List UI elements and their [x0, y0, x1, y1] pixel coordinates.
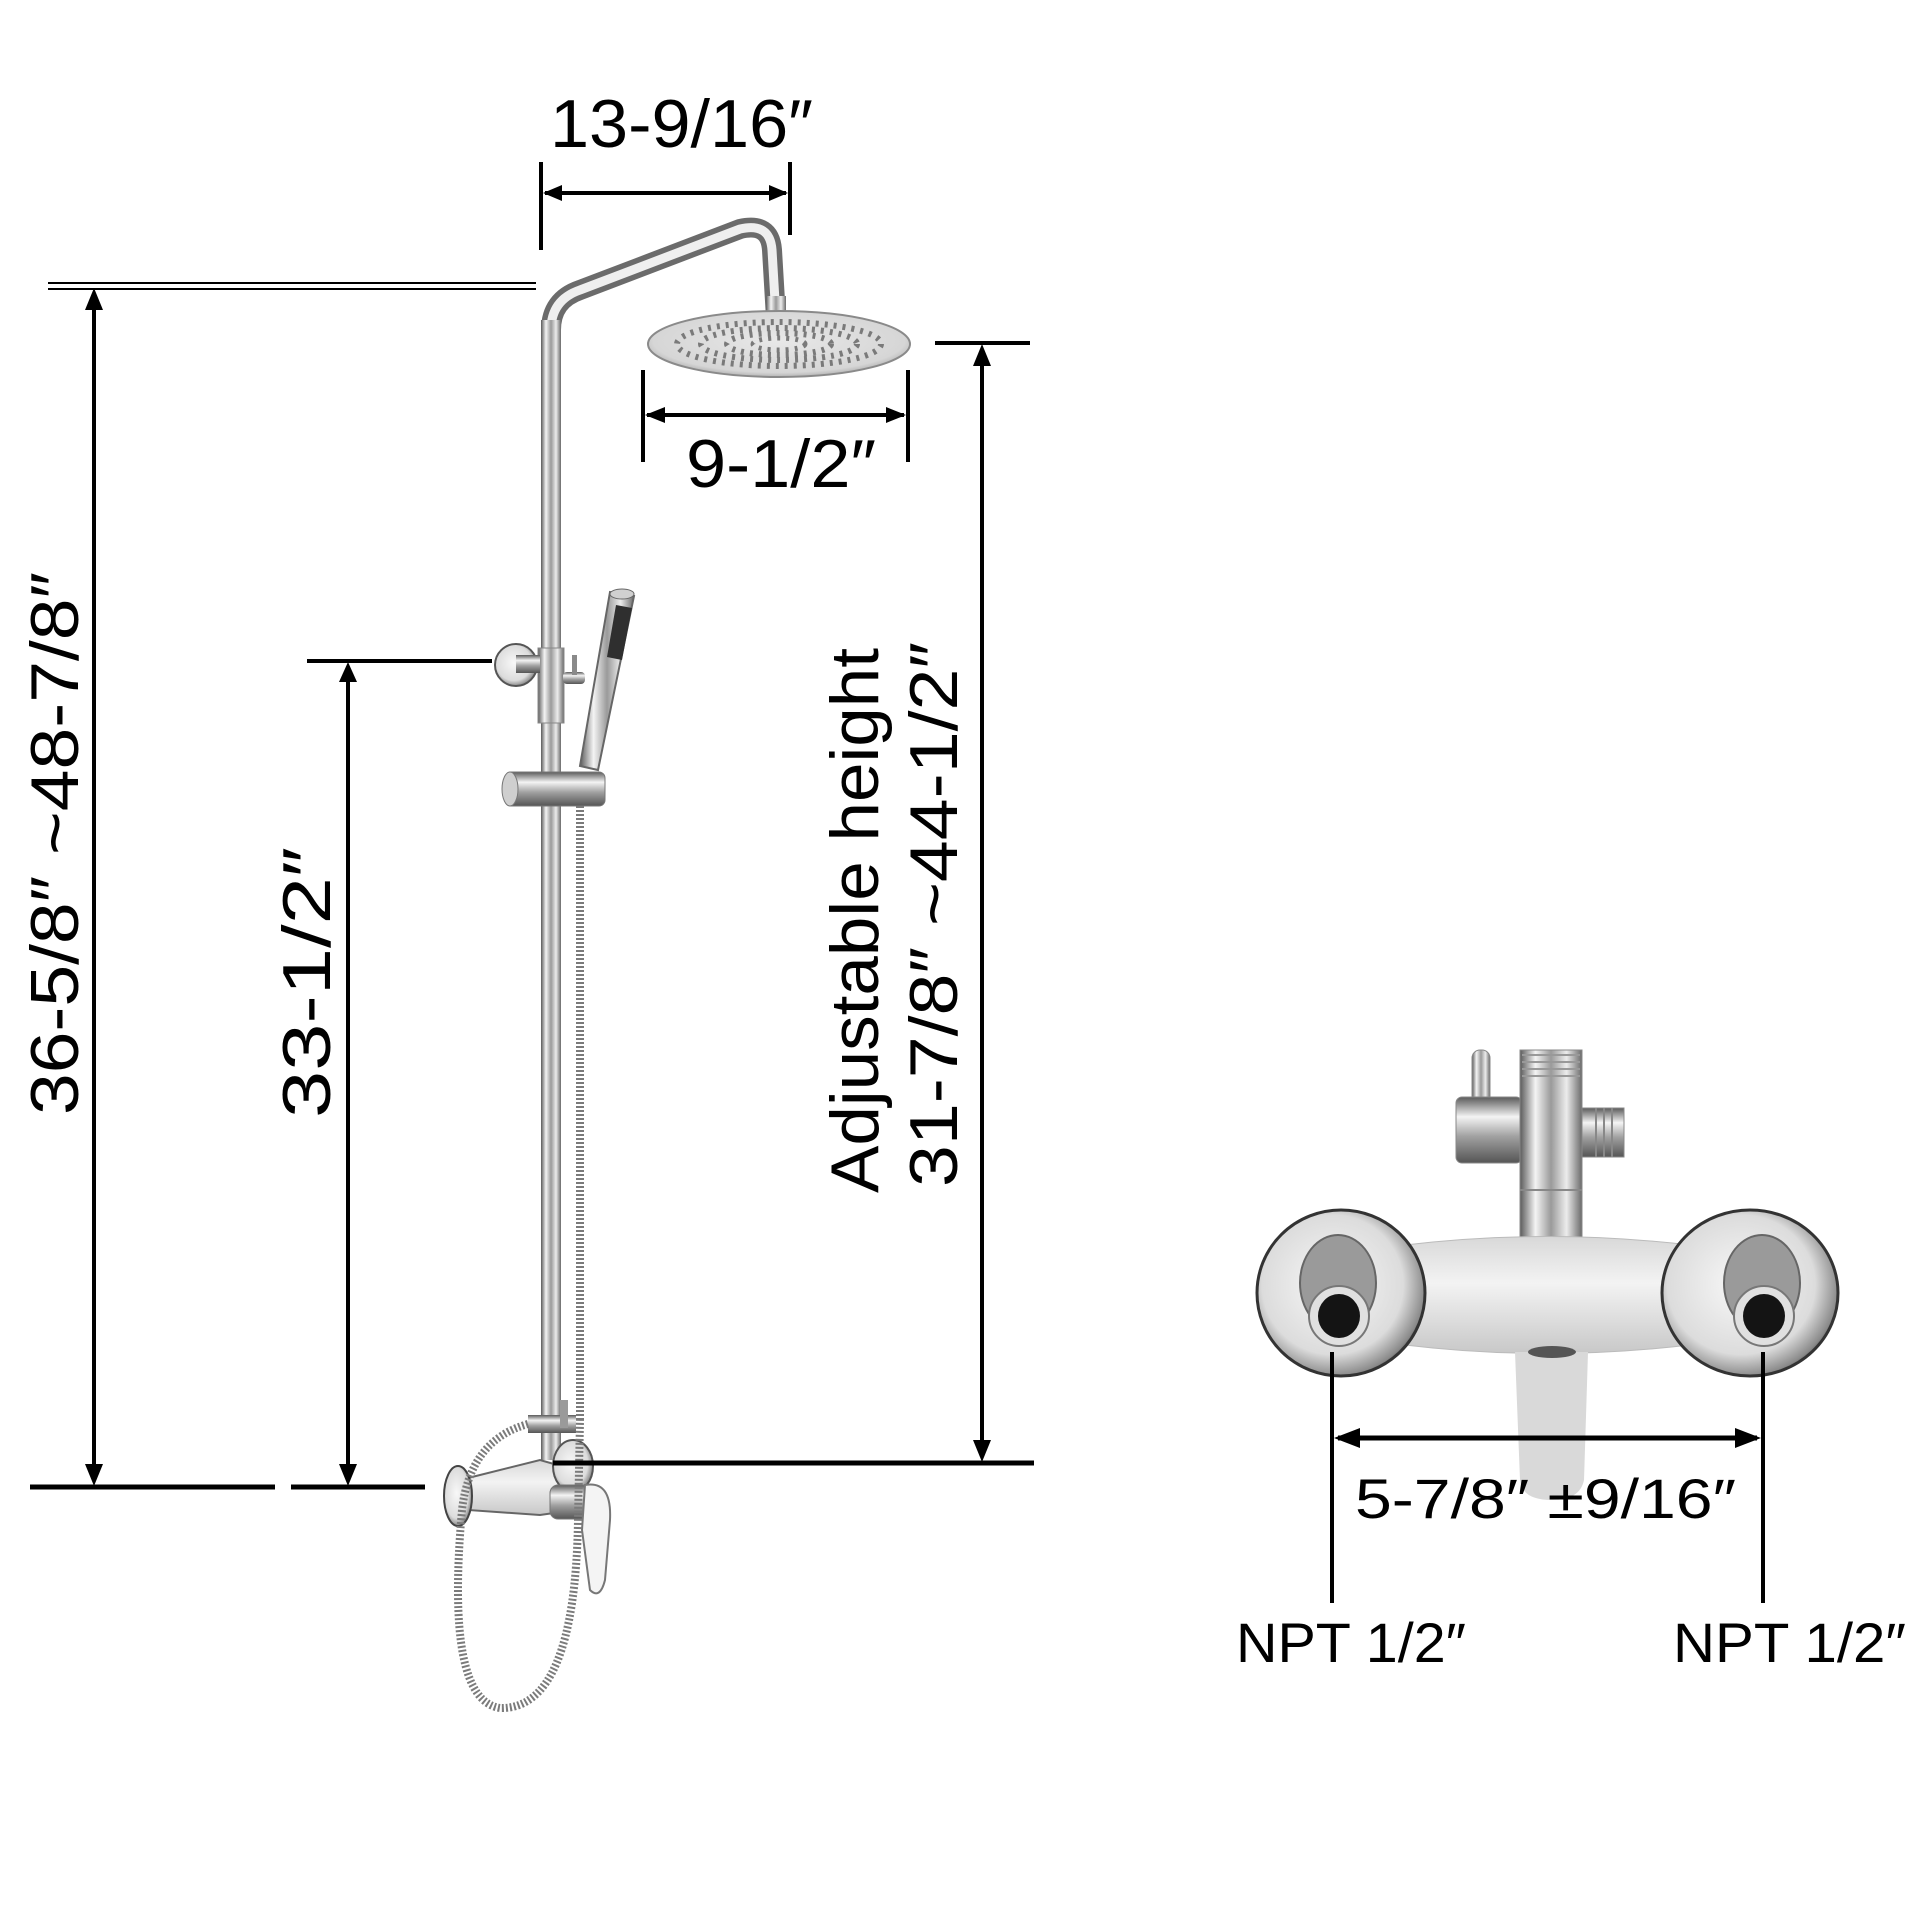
label-left-inlet: NPT 1/2″: [1236, 1611, 1466, 1674]
right-flange: [1660, 1208, 1840, 1378]
dim-holder-height: 33-1/2″: [269, 659, 492, 1490]
diverter: [1519, 1049, 1583, 1239]
hand-shower: [578, 588, 636, 772]
label-holder-height: 33-1/2″: [269, 847, 345, 1118]
mixer-lever: [580, 1483, 612, 1595]
wall-bracket: [494, 643, 540, 687]
label-adjustable-title: Adjustable height: [817, 648, 893, 1193]
label-valve-spacing: 5-7/8″ ±9/16″: [1355, 1467, 1736, 1530]
label-head-diameter: 9-1/2″: [686, 426, 876, 502]
shower-column: [443, 217, 911, 1713]
dim-arm-reach: 13-9/16″: [539, 86, 813, 250]
label-adjustable-range: 31-7/8″ ~44-1/2″: [896, 642, 972, 1187]
dim-head-diameter: 9-1/2″: [641, 370, 910, 502]
riser-pipe: [541, 320, 561, 1460]
valve-lever: [1515, 1352, 1588, 1500]
valve-body: [1404, 1236, 1691, 1354]
label-total-height: 36-5/8″ ~48-7/8″: [17, 572, 93, 1115]
diverter-outlet: [1579, 1107, 1625, 1158]
valve-detail: [1255, 1049, 1840, 1500]
mixer-valve: [443, 1400, 594, 1527]
left-flange: [1255, 1208, 1427, 1378]
slide-holder: [501, 771, 606, 807]
rain-shower-head: [647, 310, 911, 378]
top-reference-line: [48, 282, 536, 290]
riser-joint: [537, 647, 565, 724]
label-right-inlet: NPT 1/2″: [1673, 1611, 1906, 1674]
label-arm-reach: 13-9/16″: [550, 86, 813, 162]
dim-valve-spacing: 5-7/8″ ±9/16″ NPT 1/2″ NPT 1/2″: [1236, 1352, 1906, 1674]
dim-total-height: 36-5/8″ ~48-7/8″: [17, 288, 275, 1490]
shower-hose-loop: [454, 1419, 584, 1713]
diverter-side-arm: [1455, 1096, 1523, 1164]
pipe-knob: [563, 672, 585, 684]
dim-adjustable-height: Adjustable height 31-7/8″ ~44-1/2″: [553, 341, 1034, 1466]
